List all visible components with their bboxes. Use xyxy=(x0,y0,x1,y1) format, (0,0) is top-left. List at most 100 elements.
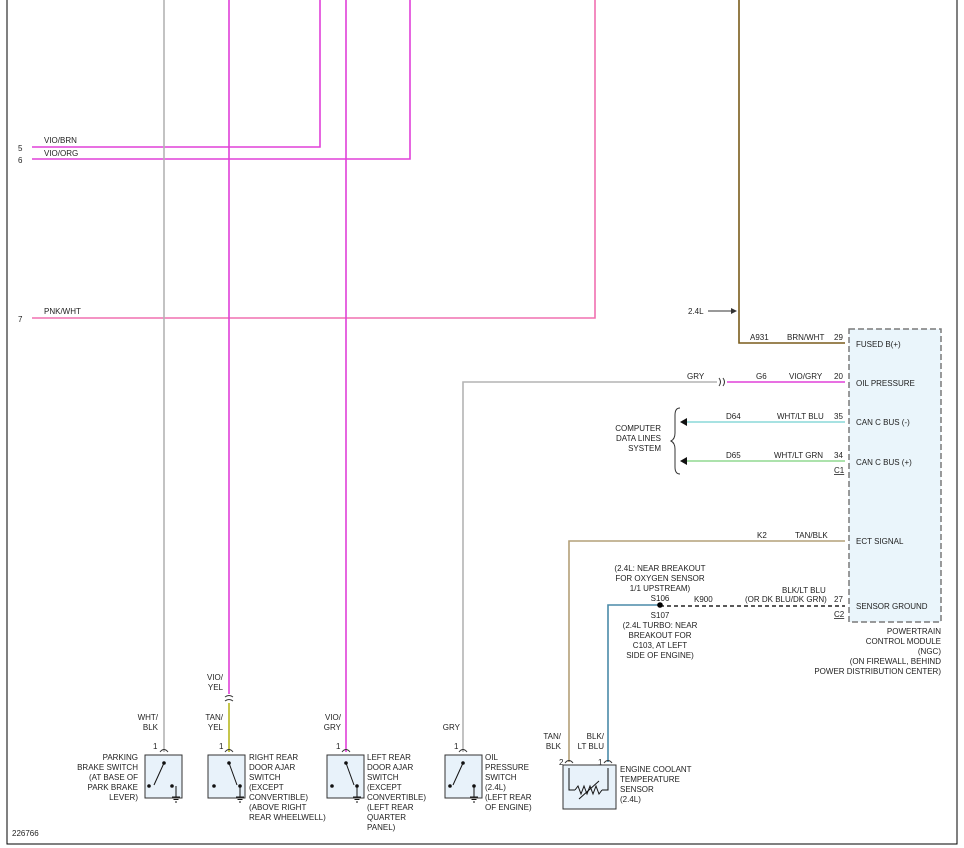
pcm-name-line-3: (NGC) xyxy=(918,647,941,656)
pcm-name: POWERTRAIN CONTROL MODULE (NGC) (ON FIRE… xyxy=(814,627,941,676)
switch-name-3: SWITCH xyxy=(485,773,517,782)
switch-pin: 1 xyxy=(153,742,158,751)
switch-name-1: RIGHT REAR xyxy=(249,753,298,762)
pcm-module xyxy=(848,328,942,623)
wire-pnk-wht xyxy=(32,0,596,319)
pcm-pin-20: 20 xyxy=(834,372,843,381)
splice-s106 xyxy=(657,602,663,608)
pcm-wire-blk-lt-blu: BLK/LT BLU xyxy=(782,586,826,595)
engine-note-arrowhead xyxy=(731,308,737,314)
switch-pin: 1 xyxy=(336,742,341,751)
can-plus-arrowhead xyxy=(680,457,687,465)
switch-wire-vio-gry-1: VIO/ xyxy=(325,713,342,722)
pcm-pin-29: 29 xyxy=(834,333,843,342)
switch-contact-left xyxy=(212,784,216,788)
switch-terminal-cap xyxy=(458,749,468,753)
switch-contact-left xyxy=(448,784,452,788)
switch-name-4: (EXCEPT xyxy=(367,783,402,792)
wire-vio-brn xyxy=(32,0,321,148)
computer-data-line-1: COMPUTER xyxy=(615,424,661,433)
pcm-pins: A931 BRN/WHT 29 FUSED B(+) GRY G6 VIO/GR… xyxy=(687,333,928,619)
left-rear-door-ajar-switch: VIO/ GRY 1 LEFT REAR DOOR AJAR SWITCH (E… xyxy=(324,713,427,832)
switch-pin: 1 xyxy=(219,742,224,751)
switch-name-5: LEVER) xyxy=(109,793,138,802)
pcm-pre-wire-gry: GRY xyxy=(687,372,705,381)
splice-lower-line-4: C103, AT LEFT xyxy=(633,641,688,650)
diagram-id: 226766 xyxy=(12,829,39,838)
pcm-label-can-plus: CAN C BUS (+) xyxy=(856,458,912,467)
pcm-circuit-g6: G6 xyxy=(756,372,767,381)
switch-lever xyxy=(452,762,464,786)
computer-data-brace xyxy=(669,407,681,475)
ground-icon xyxy=(353,796,361,803)
switch-name-6: (LEFT REAR xyxy=(367,803,414,812)
oil-pressure-switch: GRY 1 OIL PRESSURE SWITCH (2.4L) (LEFT R… xyxy=(443,723,532,812)
switch-name-4: (EXCEPT xyxy=(249,783,284,792)
ect-terminal-caps xyxy=(564,760,613,764)
pcm-label-fused-b: FUSED B(+) xyxy=(856,340,901,349)
engine-coolant-temperature-sensor: TAN/ BLK BLK/ LT BLU 2 1 ENGINE COOLANT … xyxy=(543,732,692,810)
computer-data-label: COMPUTER DATA LINES SYSTEM xyxy=(615,424,661,453)
wires xyxy=(32,0,845,762)
ect-name-2: TEMPERATURE xyxy=(620,775,680,784)
pcm-pin-35: 35 xyxy=(834,412,843,421)
switch-name-2: BRAKE SWITCH xyxy=(77,763,138,772)
ect-name-3: SENSOR xyxy=(620,785,654,794)
pcm-wire-vio-gry: VIO/GRY xyxy=(789,372,823,381)
diagram-frame xyxy=(6,0,958,845)
pcm-name-line-5: POWER DISTRIBUTION CENTER) xyxy=(814,667,941,676)
switch-name-3: (AT BASE OF xyxy=(89,773,138,782)
switch-lever xyxy=(345,762,355,786)
pcm-label-sensor-ground: SENSOR GROUND xyxy=(856,602,928,611)
ect-name-4: (2.4L) xyxy=(620,795,641,804)
pcm-connector-c1: C1 xyxy=(834,466,845,475)
pcm-label-can-minus: CAN C BUS (-) xyxy=(856,418,910,427)
inline-connector-vio-yel xyxy=(224,695,234,702)
ect-inner-lead xyxy=(568,768,575,791)
switch-name-1: OIL xyxy=(485,753,498,762)
parking-brake-switch: WHT/ BLK 1 PARKING BRAKE SWITCH (AT BASE… xyxy=(77,713,183,803)
switch-wire-tan-yel-2: YEL xyxy=(208,723,224,732)
switch-name-2: DOOR AJAR xyxy=(367,763,413,772)
pcm-pin-34: 34 xyxy=(834,451,843,460)
pcm-circuit-a931: A931 xyxy=(750,333,769,342)
pcm-name-line-2: CONTROL MODULE xyxy=(866,637,941,646)
pcm-circuit-k900: K900 xyxy=(694,595,713,604)
pcm-circuit-k2: K2 xyxy=(757,531,767,540)
switch-name-5: (LEFT REAR xyxy=(485,793,532,802)
left-pin-7: 7 xyxy=(18,315,23,324)
computer-data-line-3: SYSTEM xyxy=(628,444,661,453)
ect-inner-lead-right xyxy=(602,768,609,791)
switch-terminal-cap xyxy=(341,749,351,753)
wire-tan-blk xyxy=(568,540,845,762)
switch-name-8: PANEL) xyxy=(367,823,396,832)
wire-label-vio-brn: VIO/BRN xyxy=(44,136,77,145)
switch-contact-left xyxy=(147,784,151,788)
switch-contact-right xyxy=(170,784,174,788)
splice-lower-line-2: (2.4L TURBO: NEAR xyxy=(623,621,698,630)
pcm-wire-wht-lt-grn: WHT/LT GRN xyxy=(774,451,823,460)
pcm-name-line-4: (ON FIREWALL, BEHIND xyxy=(850,657,941,666)
ect-wire-right-1: BLK/ xyxy=(587,732,605,741)
pcm-pin-27: 27 xyxy=(834,595,843,604)
switch-wire-vio-gry-2: GRY xyxy=(324,723,342,732)
switch-name-7: QUARTER xyxy=(367,813,406,822)
switch-wire-wht-blk-2: BLK xyxy=(143,723,159,732)
inline-connector-g6 xyxy=(718,377,725,387)
switch-name-4: (2.4L) xyxy=(485,783,506,792)
pcm-circuit-d64: D64 xyxy=(726,412,741,421)
ground-icon xyxy=(470,796,478,803)
pcm-wire-alt: (OR DK BLU/DK GRN) xyxy=(745,595,827,604)
wire-blk-lt-blu xyxy=(607,604,660,762)
splice-upper-line-4: S106 xyxy=(651,594,670,603)
switch-name-1: LEFT REAR xyxy=(367,753,411,762)
thermistor-slash xyxy=(578,780,600,800)
switch-contact-left xyxy=(330,784,334,788)
switch-name-2: DOOR AJAR xyxy=(249,763,295,772)
switch-terminal-cap xyxy=(159,749,169,753)
ground-icon xyxy=(172,796,180,803)
wire-gry-oil xyxy=(462,381,717,752)
switch-name-5: CONVERTIBLE) xyxy=(367,793,426,802)
left-connectors: 5 6 7 VIO/BRN VIO/ORG PNK/WHT xyxy=(18,136,81,324)
ground-icon xyxy=(236,796,244,803)
